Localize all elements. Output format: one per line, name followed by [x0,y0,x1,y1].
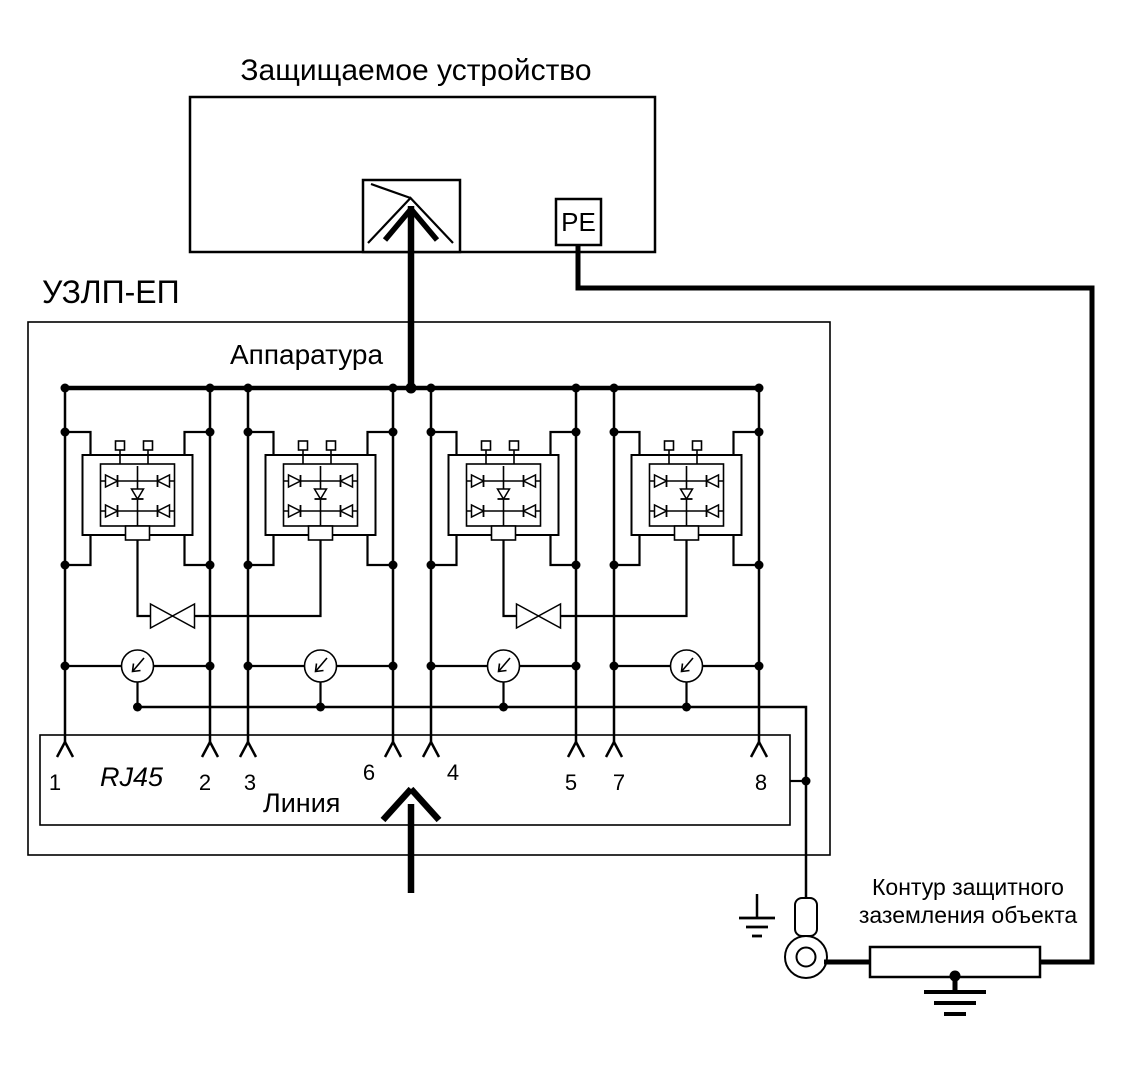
pin-label-8: 8 [755,770,767,795]
pin-label-4: 4 [447,760,459,785]
pin-labels: 1 2 3 6 4 5 7 8 [49,760,767,795]
pin-label-7: 7 [613,770,625,795]
pair-arrester-link-1 [136,553,322,630]
protection-module-1 [59,382,216,713]
pin-label-2: 2 [199,770,211,795]
line-label: Линия [263,788,340,818]
protected-device-title: Защищаемое устройство [240,54,591,87]
pin-label-3: 3 [244,770,256,795]
ground-loop-label-line1: Контур защитного [872,874,1064,900]
arrester-icon [170,602,196,630]
internal-wiring [63,382,761,743]
pin-label-1: 1 [49,770,61,795]
pe-label: PE [561,207,596,237]
rj45-label: RJ45 [100,762,164,792]
uzlp-enclosure-box [27,321,831,856]
rj45-connector-box [39,734,791,826]
protected-device: PE [188,95,657,254]
protection-module-3 [425,382,582,713]
pin-label-6: 6 [363,760,375,785]
arrester-icon [536,602,562,630]
equipment-label: Аппаратура [230,339,383,370]
arrester-icon [149,602,175,630]
lug-barrel [794,897,818,937]
arrester-icon [515,602,541,630]
protection-module-4 [608,382,765,713]
ground-loop-label-line2: заземления объекта [859,902,1078,928]
lug-ring-hole [795,946,817,968]
line-input-arrow [380,786,442,893]
earth-ground-icon [924,990,986,1016]
pe-terminal-box [554,197,603,247]
ground-conductor [137,705,811,905]
uzlp-device-label: УЗЛП-ЕП [42,274,180,310]
ground-bus-bar-assembly [824,945,1042,1016]
pair-arrester-link-2 [502,553,688,630]
protection-module-2 [242,382,399,713]
chassis-ground-icon [739,894,775,938]
ring-terminal-lug [784,897,828,979]
pe-conductor [575,245,1095,965]
pin-label-5: 5 [565,770,577,795]
